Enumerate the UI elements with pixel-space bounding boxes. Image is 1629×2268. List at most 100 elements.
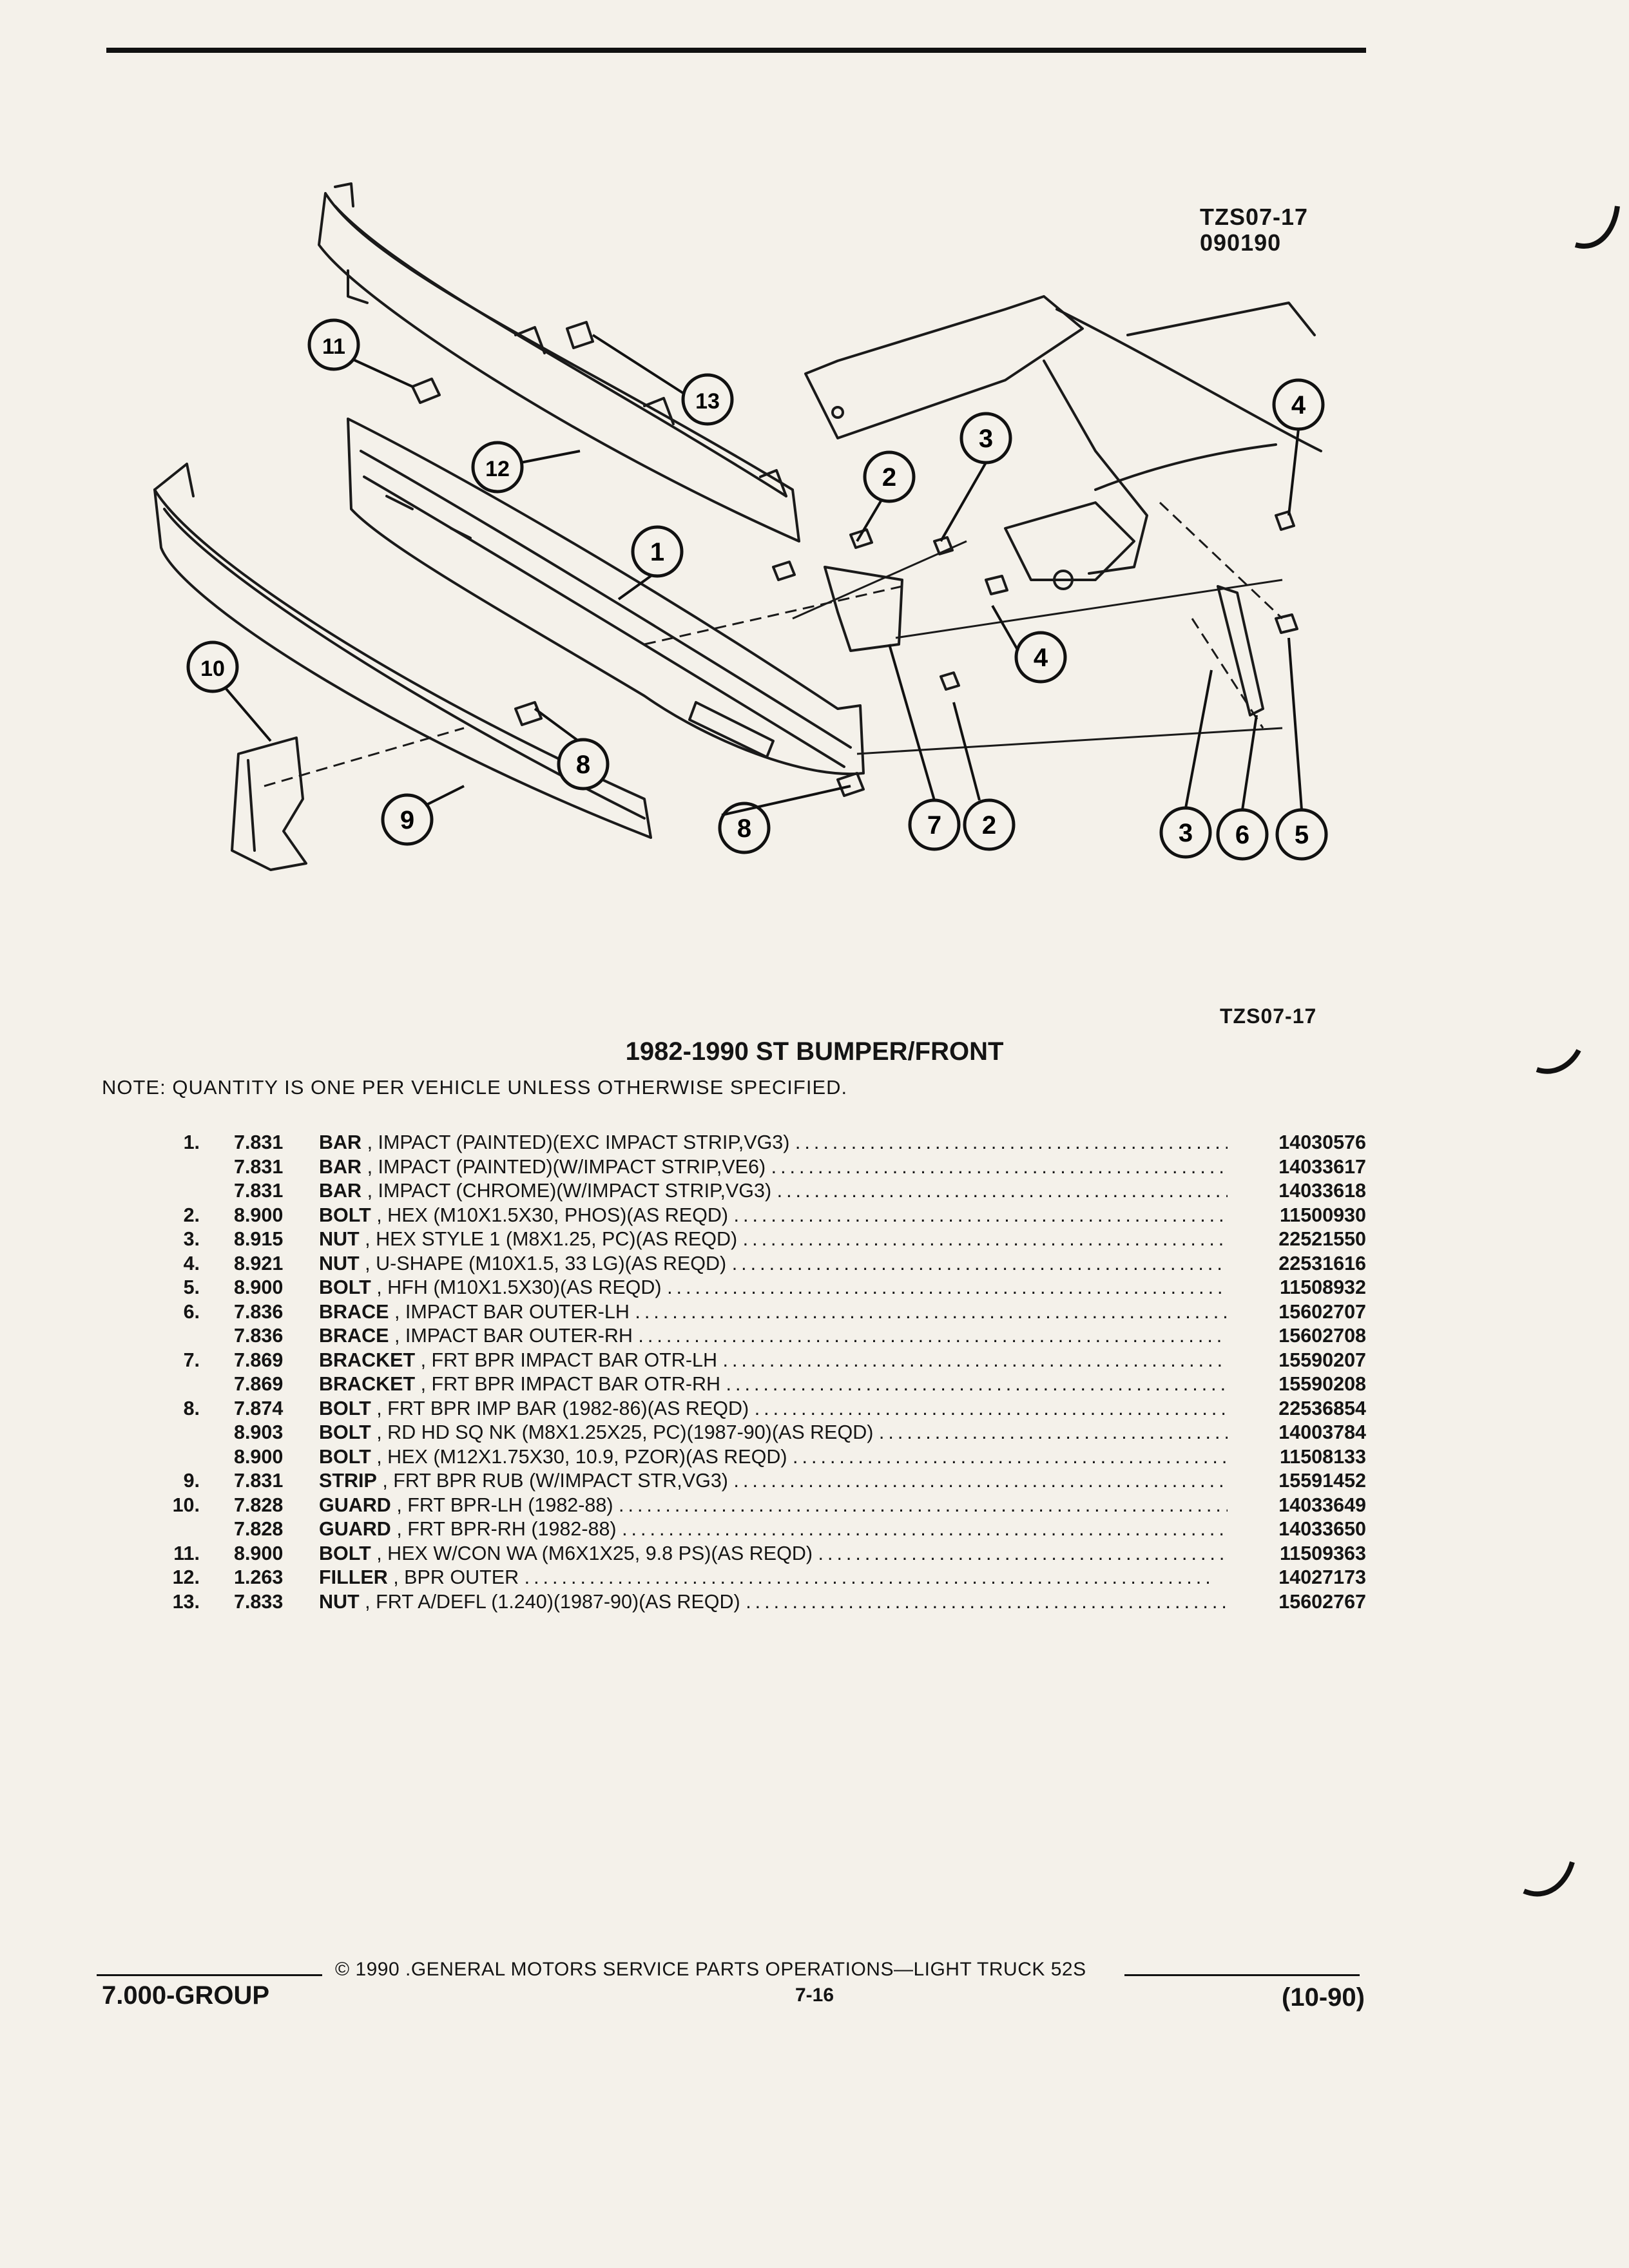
part-number: 22521550 (1278, 1228, 1366, 1250)
figure-code: TZS07-17 (1200, 204, 1309, 230)
dot-leader: ........................................… (667, 1276, 1228, 1298)
group-number: 7.828 (234, 1494, 284, 1516)
part-description: STRIP , FRT BPR RUB (W/IMPACT STR,VG3) .… (319, 1469, 1228, 1494)
bracket-part (824, 566, 903, 652)
part-name: BOLT (319, 1276, 371, 1298)
footer-date: (10-90) (1282, 1983, 1365, 2012)
part-name: NUT (319, 1252, 360, 1274)
part-name: BOLT (319, 1204, 371, 1226)
callout-8: 8 (557, 738, 610, 791)
group-number: 8.903 (234, 1421, 284, 1443)
item-number: 8. (183, 1397, 200, 1419)
dot-leader: ........................................… (726, 1373, 1228, 1395)
brace-part (1217, 585, 1264, 716)
impact-bar (347, 418, 865, 775)
part-number: 14033649 (1278, 1494, 1366, 1516)
dot-leader: ........................................… (731, 1252, 1228, 1274)
top-rule (106, 48, 1366, 53)
part-description: GUARD , FRT BPR-LH (1982-88) ...........… (319, 1494, 1228, 1518)
part-description: BOLT , FRT BPR IMP BAR (1982-86)(AS REQD… (319, 1397, 1228, 1421)
dot-leader: ........................................… (733, 1204, 1228, 1226)
item-number: 9. (183, 1470, 200, 1492)
part-detail: , HEX (M12X1.75X30, 10.9, PZOR)(AS REQD) (376, 1445, 787, 1468)
part-detail: , RD HD SQ NK (M8X1.25X25, PC)(1987-90)(… (376, 1421, 874, 1443)
callout-3: 3 (1159, 806, 1212, 859)
part-name: NUT (319, 1590, 360, 1613)
part-detail: , HEX W/CON WA (M6X1X25, 9.8 PS)(AS REQD… (376, 1542, 813, 1564)
part-number: 14033617 (1278, 1155, 1366, 1178)
dot-leader: ........................................… (635, 1300, 1228, 1323)
part-name: BRACKET (319, 1349, 416, 1371)
part-detail: , BPR OUTER (393, 1566, 519, 1588)
part-description: NUT , FRT A/DEFL (1.240)(1987-90)(AS REQ… (319, 1590, 1228, 1615)
part-description: BOLT , HFH (M10X1.5X30)(AS REQD) .......… (319, 1276, 1228, 1300)
callout-12: 12 (471, 441, 524, 494)
part-description: BOLT , HEX (M12X1.75X30, 10.9, PZOR)(AS … (319, 1445, 1228, 1470)
part-detail: , IMPACT (CHROME)(W/IMPACT STRIP,VG3) (367, 1180, 772, 1202)
svg-text:5: 5 (1295, 821, 1309, 849)
dot-leader: ........................................… (619, 1494, 1228, 1516)
part-detail: , HEX (M10X1.5X30, PHOS)(AS REQD) (376, 1204, 729, 1226)
part-number: 11508133 (1279, 1445, 1366, 1468)
part-detail: , FRT BPR-LH (1982-88) (396, 1494, 613, 1516)
callout-7: 7 (908, 798, 961, 851)
svg-text:3: 3 (1179, 819, 1193, 847)
dot-leader: ........................................… (795, 1131, 1228, 1153)
part-number: 11508932 (1279, 1276, 1366, 1298)
part-description: BAR , IMPACT (PAINTED)(W/IMPACT STRIP,VE… (319, 1155, 1228, 1180)
group-number: 7.831 (234, 1180, 284, 1202)
part-name: GUARD (319, 1518, 391, 1540)
part-number: 14033650 (1278, 1518, 1366, 1540)
svg-text:11: 11 (322, 334, 345, 359)
group-number: 7.836 (234, 1325, 284, 1347)
item-number: 12. (172, 1566, 200, 1588)
part-detail: , U-SHAPE (M10X1.5, 33 LG)(AS REQD) (365, 1252, 727, 1274)
item-number: 6. (183, 1300, 200, 1323)
svg-text:4: 4 (1291, 391, 1306, 419)
part-number: 11509363 (1279, 1542, 1366, 1564)
dot-leader: ........................................… (638, 1325, 1228, 1347)
part-detail: , IMPACT BAR OUTER-RH (394, 1325, 633, 1347)
part-description: BRACKET , FRT BPR IMPACT BAR OTR-LH ....… (319, 1349, 1228, 1373)
item-number: 13. (172, 1590, 200, 1613)
dot-leader: ........................................… (622, 1518, 1228, 1540)
svg-text:13: 13 (695, 389, 720, 414)
svg-text:4: 4 (1034, 644, 1048, 672)
part-number: 15591452 (1278, 1470, 1366, 1492)
part-number: 22536854 (1278, 1397, 1366, 1419)
part-detail: , IMPACT (PAINTED)(EXC IMPACT STRIP,VG3) (367, 1131, 790, 1153)
part-number: 15590207 (1278, 1349, 1366, 1371)
part-name: NUT (319, 1228, 360, 1250)
part-description: BAR , IMPACT (PAINTED)(EXC IMPACT STRIP,… (319, 1131, 1228, 1155)
part-number: 15602767 (1278, 1590, 1366, 1613)
part-name: BOLT (319, 1445, 371, 1468)
part-number: 14027173 (1278, 1566, 1366, 1588)
frame-rail (804, 295, 1322, 590)
part-detail: , FRT BPR-RH (1982-88) (396, 1518, 617, 1540)
callout-1: 1 (631, 525, 684, 578)
callout-2: 2 (863, 450, 916, 503)
group-number: 7.833 (234, 1590, 284, 1613)
dot-leader: ........................................… (878, 1421, 1228, 1443)
item-number: 3. (183, 1228, 200, 1250)
callout-8: 8 (718, 802, 771, 854)
dot-leader: ........................................… (524, 1566, 1215, 1588)
part-name: FILLER (319, 1566, 388, 1588)
part-detail: , FRT BPR IMPACT BAR OTR-LH (420, 1349, 717, 1371)
footer-rule-left (97, 1974, 322, 1976)
footer-group: 7.000-GROUP (102, 1981, 270, 2010)
part-detail: , IMPACT BAR OUTER-LH (394, 1300, 630, 1323)
item-number: 1. (183, 1131, 200, 1153)
exploded-bumper-diagram: 1 2 2 3 3 4 4 5 6 7 8 8 9 10 11 12 13 (153, 182, 1328, 871)
